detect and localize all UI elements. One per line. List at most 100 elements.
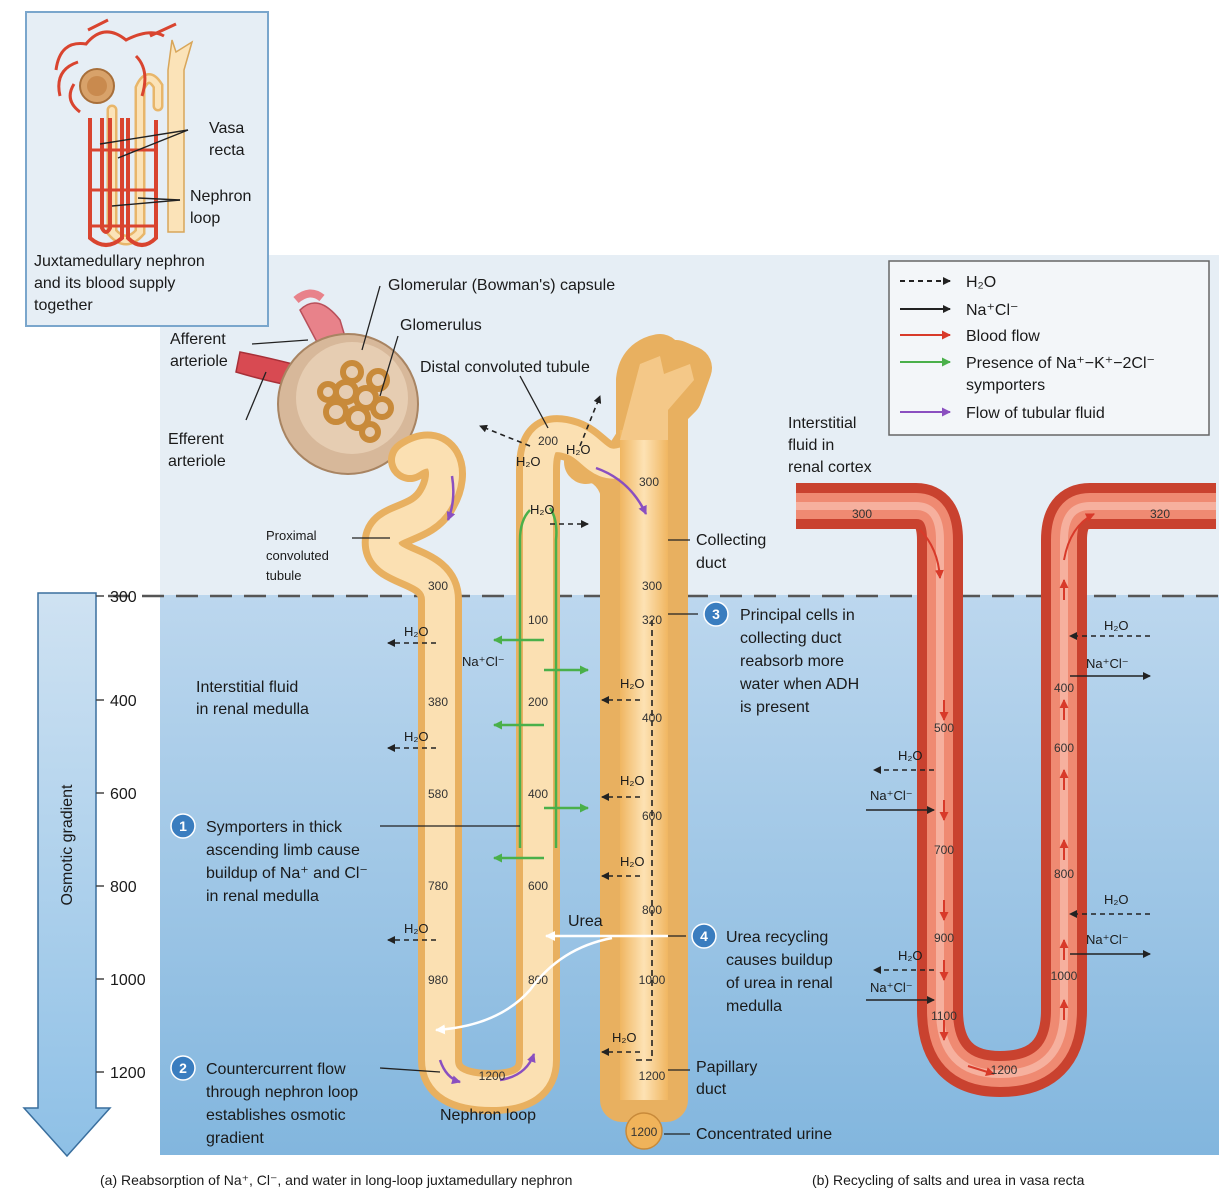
vasa-value: 320 [1150,507,1170,521]
blood-flow-arrows [919,513,1095,1076]
inset-vasa-recta-label: Vasa [209,120,244,137]
scale-label: 300 [110,589,137,606]
water-label: H₂O [898,748,923,763]
concentrated-urine-drop [625,1112,663,1150]
tubular-flow-arrow-pct [446,475,456,521]
water-label: H₂O [404,729,429,744]
water-label: H₂O [404,921,429,936]
urea-recycling: Urea [435,913,668,1035]
papillary-duct-label-2: duct [696,1081,727,1098]
step-number-badge [170,1055,196,1081]
step-text-line: causes buildup [726,952,833,969]
vasa-recta [796,483,1216,1097]
vasa-value: 500 [934,721,954,735]
tubule-value: 980 [428,973,448,987]
tubule-value: 300 [639,475,659,489]
interstitial-cortex-label: Interstitial [788,415,856,432]
step-leader-line [379,1067,441,1073]
interstitial-cortex-label-3: renal cortex [788,459,872,476]
step-text-line: water when ADH [739,676,859,693]
tubular-flow-arrow-loop [499,1053,536,1082]
tubule-value: 1000 [639,973,666,987]
dct-label: Distal convoluted tubule [420,359,590,376]
efferent-arteriole-label-2: arteriole [168,453,226,470]
tubule-value: 200 [528,695,548,709]
tubule-value: 400 [528,787,548,801]
water-label: H₂O [516,454,541,469]
vasa-value: 300 [852,507,872,521]
step-number-badge [170,813,196,839]
water-label: H₂O [612,1030,637,1045]
interstitial-medulla-label: Interstitial fluid [196,679,298,696]
pct-label-3: tubule [266,568,301,583]
inset-caption-line-3: together [34,297,93,314]
nacl-label: Na⁺Cl⁻ [1086,932,1129,947]
tubule-value: 320 [642,613,662,627]
vasa-value: 700 [934,843,954,857]
tubule-value: 780 [428,879,448,893]
legend-item-label: Na⁺Cl⁻ [966,302,1018,319]
step-number: 4 [700,928,708,944]
step-number: 2 [179,1060,187,1076]
tubule-value: 200 [538,434,558,448]
step-text-line: establishes osmotic [206,1107,346,1124]
vasa-value: 1000 [1051,969,1078,983]
step-text-line: Principal cells in [740,607,855,624]
legend-item-label: H₂O [966,274,996,291]
urea-arrow-curve [435,936,613,1035]
collecting-duct [620,430,668,1100]
glomerular-capsule-label: Glomerular (Bowman's) capsule [388,277,615,294]
osmotic-gradient-label: Osmotic gradient [59,784,76,905]
scale-label: 400 [110,693,137,710]
papillary-duct-label: Papillary [696,1059,757,1076]
afferent-arteriole-label-2: arteriole [170,353,228,370]
tubule-value: 380 [428,695,448,709]
glomerulus [317,360,394,443]
legend-item-label: Presence of Na⁺−K⁺−2Cl⁻ [966,355,1155,372]
legend-item-label: Blood flow [966,328,1040,345]
vasa-value: 400 [1054,681,1074,695]
caption-b: (b) Recycling of salts and urea in vasa … [812,1172,1085,1188]
step-number: 3 [712,606,720,622]
concentrated-urine-label: Concentrated urine [696,1126,832,1143]
tubule-value: 400 [642,711,662,725]
inset-vasa-recta-label-2: recta [209,142,245,159]
water-label: H₂O [620,773,645,788]
step-text-line: medulla [726,998,782,1015]
water-label: H₂O [620,676,645,691]
nacl-label: Na⁺Cl⁻ [870,788,913,803]
step-text-line: buildup of Na⁺ and Cl⁻ [206,865,368,882]
tubule-value: 300 [642,579,662,593]
urea-label: Urea [568,913,603,930]
water-label: H₂O [1104,892,1129,907]
tubule-value: 800 [642,903,662,917]
collecting-duct-flow [636,620,653,1061]
step-text-line: Symporters in thick [206,819,343,836]
step-text-line: collecting duct [740,630,842,647]
scale-label: 800 [110,879,137,896]
vasa-value: 900 [934,931,954,945]
step-text-line: ascending limb cause [206,842,360,859]
vasa-value: 800 [1054,867,1074,881]
tubule-value: 1200 [639,1069,666,1083]
step-number-badge [703,601,729,627]
water-label: H₂O [404,624,429,639]
afferent-arteriole-label: Afferent [170,331,226,348]
interstitial-cortex-label-2: fluid in [788,437,834,454]
step-text-line: in renal medulla [206,888,319,905]
step-text-line: is present [740,699,810,716]
scale-label: 600 [110,786,137,803]
step-text-line: of urea in renal [726,975,833,992]
vasa-value: 1200 [991,1063,1018,1077]
osmotic-gradient-arrow [22,592,112,1158]
collecting-duct-label: Collecting [696,532,766,549]
inset-nephron-loop-label: Nephron [190,188,251,205]
tubule-value: 600 [528,879,548,893]
tubule-value: 600 [642,809,662,823]
inset-caption-line-2: and its blood supply [34,275,175,292]
tubule-value: 1200 [479,1069,506,1083]
step-text-line: reabsorb more [740,653,844,670]
legend-item-label: Flow of tubular fluid [966,405,1105,422]
